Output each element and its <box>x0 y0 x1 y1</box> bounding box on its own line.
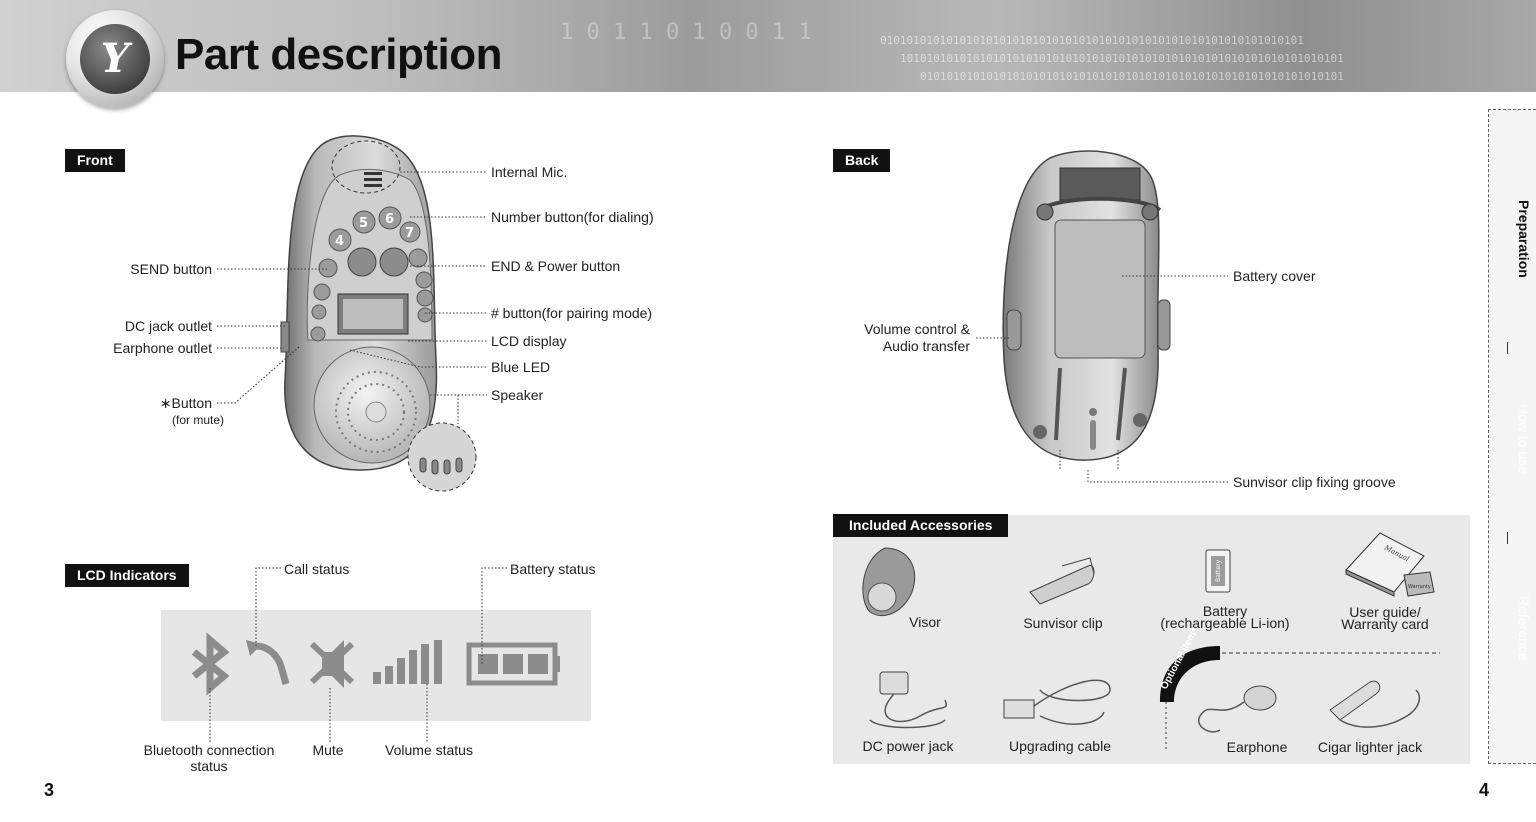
star-symbol: ∗ <box>159 395 172 411</box>
label-battery-cover: Battery cover <box>1233 268 1316 284</box>
tab-separator <box>1507 532 1508 544</box>
mic-highlight <box>331 140 401 194</box>
page-number-right: 4 <box>1479 780 1490 800</box>
label-hash-button: # button(for pairing mode) <box>491 305 653 321</box>
svg-text:6: 6 <box>385 212 394 227</box>
label-send-button: SEND button <box>130 261 212 277</box>
label-bt-status: Bluetooth connection <box>143 742 275 758</box>
lcd-section-tag: LCD Indicators <box>65 564 189 587</box>
front-section-tag: Front <box>65 149 125 172</box>
banner-pattern: 0101010101010101010101010101010101010101… <box>880 34 1304 47</box>
label-number-button: Number button(for dialing) <box>491 209 654 225</box>
label-call-status: Call status <box>284 561 350 577</box>
svg-text:Warranty: Warranty <box>1408 584 1431 590</box>
label-speaker: Speaker <box>491 387 544 403</box>
svg-text:Battery: Battery <box>1215 559 1222 582</box>
label-warranty-card: Warranty card <box>1341 616 1429 632</box>
banner-pattern: 1010101010101010101010101010101010101010… <box>900 52 1344 65</box>
label-blue-led: Blue LED <box>491 359 551 375</box>
tab-preparation[interactable]: Preparation <box>1516 200 1532 278</box>
label-sunvisor-groove: Sunvisor clip fixing groove <box>1233 474 1396 490</box>
label-earphone-outlet: Earphone outlet <box>113 340 212 356</box>
optional-items-banner: Optional items <box>1159 625 1220 702</box>
label-star-button: ∗Button <box>150 395 212 411</box>
page-number-left: 3 <box>44 780 55 800</box>
svg-text:7: 7 <box>405 226 414 241</box>
label-internal-mic: Internal Mic. <box>491 164 568 180</box>
label-upgrading-cable: Upgrading cable <box>1009 738 1111 754</box>
visor-illustration <box>862 547 916 617</box>
battery-cover <box>1054 219 1146 359</box>
label-earphone: Earphone <box>1226 739 1288 755</box>
label-dc-jack-outlet: DC jack outlet <box>124 318 212 334</box>
accessories-section-tag: Included Accessories <box>833 514 1009 537</box>
label-mute: Mute <box>312 742 344 758</box>
label-end-power-button: END & Power button <box>491 258 621 274</box>
brand-logo: Y <box>66 10 164 108</box>
battery-illustration: Battery <box>1205 549 1231 593</box>
label-battery-status: Battery status <box>510 561 596 577</box>
tab-separator <box>1507 342 1508 354</box>
label-sunvisor-clip: Sunvisor clip <box>1023 615 1103 631</box>
tab-how-to-use[interactable]: How to use <box>1516 404 1532 475</box>
header-banner: 0101010101010101010101010101010101010101… <box>0 0 1536 92</box>
label-battery-type: (rechargeable Li-ion) <box>1160 615 1290 631</box>
user-guide-illustration: Manual Warranty <box>1345 532 1435 597</box>
upgrading-cable-illustration <box>1003 679 1111 725</box>
label-volume-status: Volume status <box>385 742 473 758</box>
banner-pattern: 1 0 1 1 0 1 0 0 1 1 <box>560 20 812 45</box>
earphone-illustration <box>1197 685 1277 733</box>
number-buttons: 4 5 6 7 <box>310 206 434 342</box>
send-key <box>347 247 377 277</box>
label-volume-control: Volume control & <box>864 321 970 337</box>
volume-status-icon <box>373 640 442 684</box>
label-dc-power-jack: DC power jack <box>862 738 954 754</box>
end-key <box>379 247 409 277</box>
bluetooth-icon <box>191 632 230 696</box>
label-audio-transfer: Audio transfer <box>882 338 970 354</box>
sunvisor-clip-illustration <box>1029 557 1095 605</box>
label-star-note: (for mute) <box>172 413 225 427</box>
cigar-lighter-illustration <box>1329 680 1421 728</box>
detail-zoom <box>407 422 477 492</box>
label-lcd-display: LCD display <box>491 333 567 349</box>
tab-reference[interactable]: Reference <box>1516 596 1532 661</box>
label-visor: Visor <box>909 614 941 630</box>
back-section-tag: Back <box>833 149 891 172</box>
label-cigar-lighter-jack: Cigar lighter jack <box>1317 739 1423 755</box>
svg-text:5: 5 <box>359 216 368 231</box>
dc-power-jack-illustration <box>869 671 947 729</box>
label-user-guide: User guide/ <box>1349 604 1421 620</box>
battery-status-icon <box>466 642 560 686</box>
chapter-sidebar <box>1488 109 1536 764</box>
label-bt-status-2: status <box>190 758 228 774</box>
svg-text:4: 4 <box>335 234 344 249</box>
banner-pattern: 0101010101010101010101010101010101010101… <box>920 70 1344 83</box>
page-title: Part description <box>175 30 502 79</box>
star-button-text: Button <box>171 395 212 411</box>
label-battery: Battery <box>1202 603 1248 619</box>
